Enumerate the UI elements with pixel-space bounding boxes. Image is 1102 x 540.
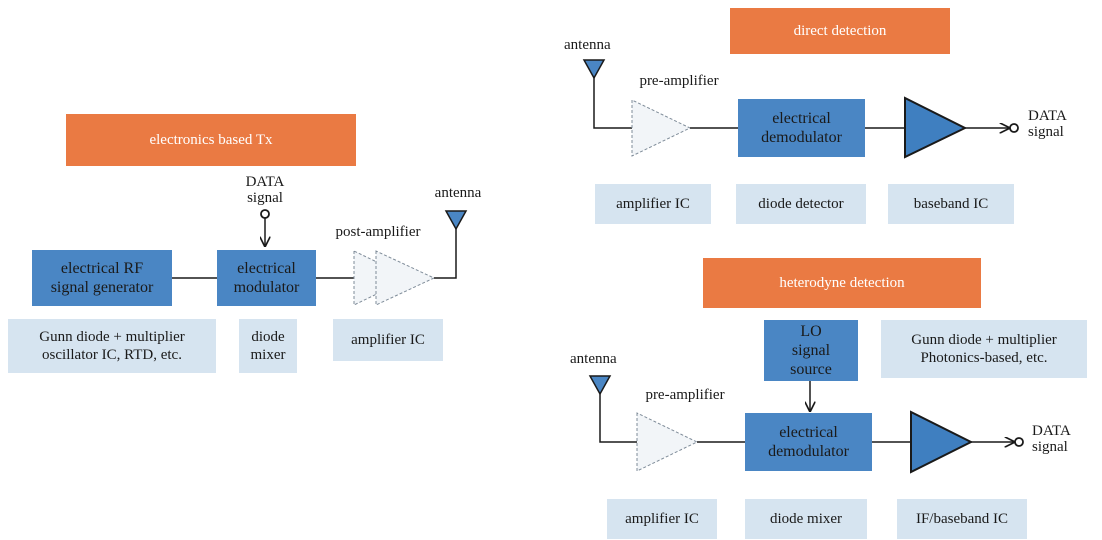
hetero-demodulator-block: electrical demodulator — [745, 413, 872, 471]
tx-amplifier-ic-label: amplifier IC — [333, 319, 443, 361]
hetero-title: heterodyne detection — [703, 258, 981, 308]
hetero-data-signal-label: DATA signal — [1032, 423, 1071, 455]
direct-amplifier-ic-label: amplifier IC — [595, 184, 711, 224]
hetero-if-baseband-ic-label: IF/baseband IC — [897, 499, 1027, 539]
tx-antenna-icon — [444, 210, 468, 231]
direct-output-amplifier-icon — [904, 96, 968, 159]
hetero-lo-source-block: LO signal source — [764, 320, 858, 381]
hetero-output-amplifier-icon — [910, 410, 974, 474]
tx-mixer-label: diode mixer — [239, 319, 297, 373]
tx-title: electronics based Tx — [66, 114, 356, 166]
direct-pre-amplifier-icon — [631, 99, 692, 157]
hetero-data-port-icon — [1014, 437, 1024, 447]
hetero-diode-mixer-label: diode mixer — [745, 499, 867, 539]
hetero-antenna-icon — [588, 375, 612, 396]
hetero-pre-amplifier-icon — [636, 412, 699, 472]
tx-post-amplifier-icon — [375, 250, 436, 306]
tx-modulator-block: electrical modulator — [217, 250, 316, 306]
direct-pre-amplifier-label: pre-amplifier — [639, 73, 719, 89]
tx-data-signal-label: DATA signal — [245, 174, 285, 206]
tx-antenna-label: antenna — [434, 185, 482, 201]
hetero-amplifier-ic-label: amplifier IC — [607, 499, 717, 539]
hetero-wire-antenna — [599, 392, 637, 443]
hetero-gunn-label: Gunn diode + multiplier Photonics-based,… — [881, 320, 1087, 378]
direct-data-port-icon — [1009, 123, 1019, 133]
direct-title: direct detection — [730, 8, 950, 54]
direct-data-signal-label: DATA signal — [1028, 108, 1067, 140]
direct-antenna-icon — [582, 59, 606, 80]
tx-post-amplifier-label: post-amplifier — [335, 224, 421, 240]
direct-diode-detector-label: diode detector — [736, 184, 866, 224]
tx-rf-generator-block: electrical RF signal generator — [32, 250, 172, 306]
hetero-antenna-label: antenna — [570, 351, 617, 367]
tx-wire-antenna — [434, 224, 457, 279]
direct-demodulator-block: electrical demodulator — [738, 99, 865, 157]
direct-antenna-label: antenna — [564, 37, 611, 53]
direct-baseband-ic-label: baseband IC — [888, 184, 1014, 224]
direct-wire-antenna — [593, 76, 632, 129]
tx-gunn-label: Gunn diode + multiplier oscillator IC, R… — [8, 319, 216, 373]
hetero-pre-amplifier-label: pre-amplifier — [645, 387, 725, 403]
tx-data-port-icon — [260, 209, 270, 219]
